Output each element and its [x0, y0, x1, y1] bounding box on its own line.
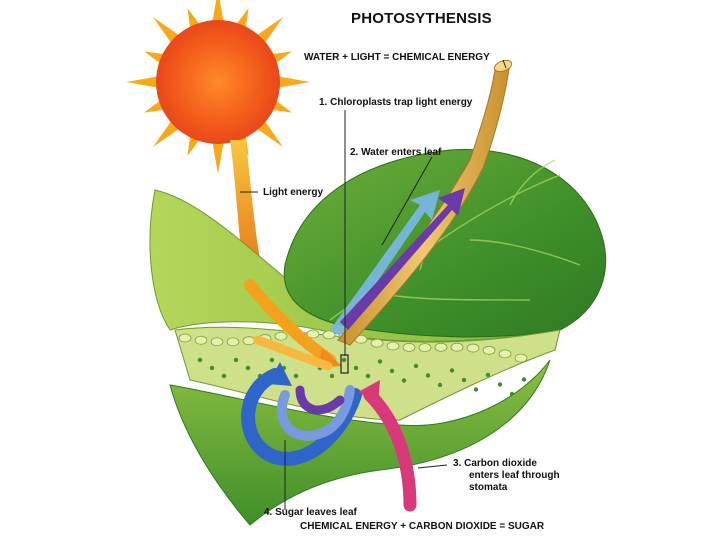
- chloroplast-dot: [461, 377, 467, 383]
- chloroplast-dot: [437, 382, 443, 388]
- leaf-cell: [274, 331, 288, 341]
- sun-ray: [272, 75, 310, 89]
- chloroplast-dot: [353, 365, 359, 371]
- mesophyll-cells: [178, 329, 528, 397]
- leaf-cell: [306, 329, 320, 339]
- leaf-cell: [434, 342, 448, 352]
- sugar-arrow-outer: [241, 368, 362, 466]
- sun-icon: [126, 0, 310, 174]
- chloroplast-dot: [197, 357, 203, 363]
- chloroplast-dot: [485, 372, 491, 378]
- chloroplast-dot: [425, 373, 431, 378]
- chloroplast-dot: [365, 373, 371, 379]
- chloroplast-dot: [473, 387, 479, 392]
- light-arrow-1: [244, 279, 336, 366]
- leaf-cell: [482, 345, 496, 355]
- label-step-4: 4. Sugar leaves leaf: [264, 507, 357, 518]
- leaf-cell: [322, 330, 336, 340]
- chloroplast-dot: [497, 382, 503, 387]
- label-step-3-line-1: 3. Carbon dioxide: [453, 458, 537, 469]
- equation-bottom: CHEMICAL ENERGY + CARBON DIOXIDE = SUGAR: [300, 521, 545, 532]
- chloroplast-dot: [341, 357, 347, 363]
- sugar-arrow-inner: [276, 385, 355, 441]
- chloroplast-dot: [221, 373, 227, 379]
- chloroplast-dot: [521, 377, 527, 382]
- chloroplast-dot: [413, 363, 419, 369]
- leaf-upper-blade: [283, 148, 607, 338]
- leaf-cell: [226, 337, 240, 347]
- equation-top: WATER + LIGHT = CHEMICAL ENERGY: [304, 52, 490, 63]
- label-step-1: 1. Chloroplasts trap light energy: [319, 97, 473, 108]
- leader-lines: [240, 59, 507, 510]
- label-step-3: 3. Carbon dioxide enters leaf through st…: [453, 458, 573, 494]
- light-arrow-2: [253, 335, 333, 371]
- chloroplast-dot: [329, 373, 335, 379]
- energy-arrow: [340, 188, 465, 330]
- sun-ray: [211, 136, 225, 174]
- chloroplast-dot: [377, 359, 383, 364]
- leaf-cell: [210, 337, 224, 347]
- sun-ray: [126, 75, 164, 89]
- chloroplast-dot: [269, 357, 275, 363]
- leaf-cell: [514, 353, 528, 363]
- label-step-3-line-2: enters leaf through: [469, 470, 560, 481]
- chloroplast-dot: [293, 373, 299, 379]
- leaf-cell: [498, 349, 512, 359]
- label-step-3-line-3: stomata: [469, 482, 508, 493]
- leaf-cell: [386, 341, 400, 351]
- diagram-title: PHOTOSYTHENSIS: [351, 10, 492, 27]
- leaf-cell: [418, 343, 432, 353]
- light-beam: [230, 140, 262, 272]
- leaf-cell: [466, 343, 480, 353]
- leaf-cell: [194, 335, 208, 345]
- leaf-cell: [242, 336, 256, 346]
- chloroplast-dot: [401, 378, 407, 383]
- chloroplast-dot: [209, 365, 215, 371]
- leaf-cell: [402, 343, 416, 352]
- chloroplast-dot: [245, 365, 251, 371]
- leaf-cell: [178, 333, 192, 343]
- sugar-arrow-purple: [295, 385, 345, 415]
- chloroplast-dot: [233, 357, 239, 363]
- chloroplast-dot: [449, 368, 455, 373]
- label-step-2: 2. Water enters leaf: [350, 147, 442, 158]
- leaf-cell: [450, 342, 464, 352]
- chloroplast-dot: [389, 368, 395, 374]
- leaf-cell: [370, 338, 384, 348]
- label-light-energy: Light energy: [263, 187, 324, 198]
- water-arrow: [330, 190, 440, 336]
